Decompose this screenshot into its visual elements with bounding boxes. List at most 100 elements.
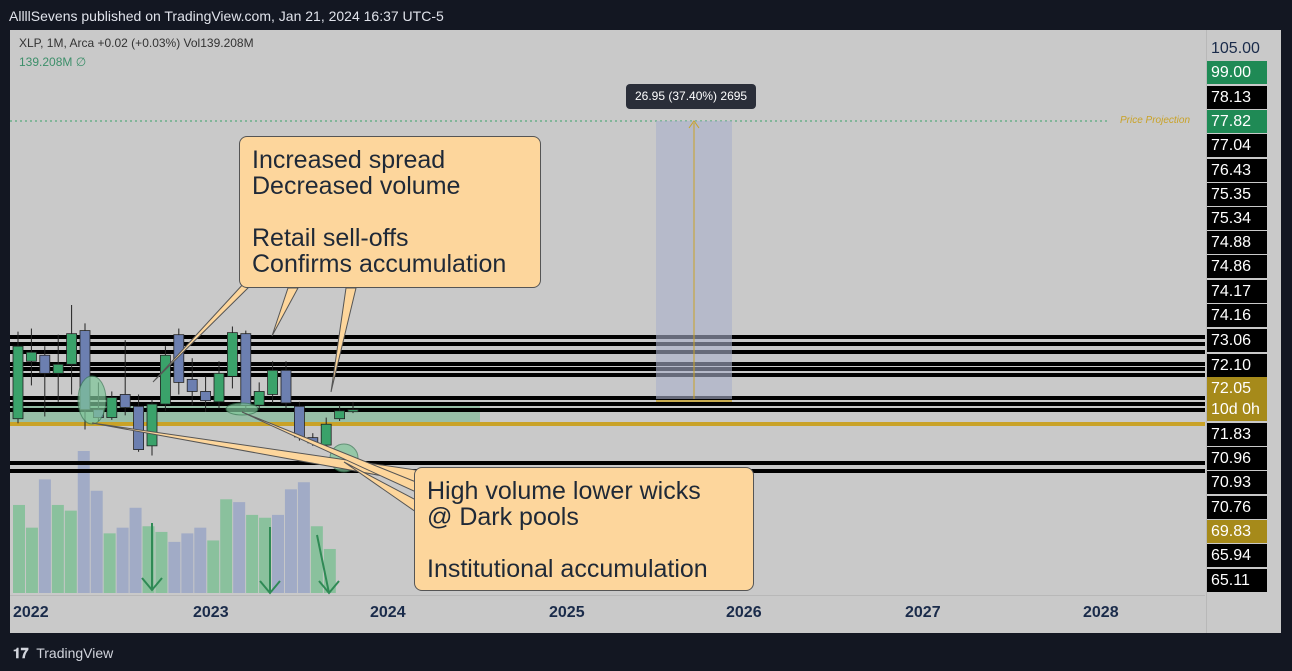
support-resistance-line [10,461,1205,465]
candle-body [226,332,238,377]
callout-top-line: Decreased volume [252,172,461,200]
volume-bar [297,482,310,593]
candle-body [186,378,198,392]
volume-bar [51,504,64,593]
candle-body [39,354,51,374]
candle-body [334,410,346,420]
price-label: 74.86 [1207,255,1267,278]
callout-pointer [271,287,299,337]
price-label: 70.76 [1207,496,1267,519]
candle-body [12,345,24,420]
measure-tooltip: 26.95 (37.40%) 2695 [626,84,757,109]
volume-bar [64,510,77,593]
legend-volume-line: 139.208M ∅ [19,55,87,69]
candle-body [173,334,185,383]
candle-body [213,372,225,403]
callout-pointer [91,422,417,483]
volume-bar [116,527,129,593]
volume-bar [272,514,284,593]
support-resistance-line [10,373,1205,377]
price-label: 71.83 [1207,423,1267,446]
candle-body [253,391,265,406]
price-label: 74.16 [1207,304,1267,327]
callout-bottom-line [427,530,741,556]
candle-body [119,394,131,408]
measure-arrow-icon [688,120,700,129]
volume-bar [284,489,297,593]
time-label: 2022 [13,604,49,621]
support-resistance-line [10,362,1205,366]
footer-brand[interactable]: TradingView [36,645,114,661]
footer-bar: 𝟏𝟕 TradingView [0,636,1292,671]
chart-frame: XLP, 1M, Arca +0.02 (+0.03%) Vol139.208M… [10,30,1281,633]
time-label: 2028 [1083,604,1119,621]
price-label: 99.00 [1207,61,1267,84]
candle-body [293,405,305,438]
arrow-down-icon [318,580,340,595]
candle-body [280,369,292,404]
price-label: 77.82 [1207,110,1267,133]
wick-highlight [225,402,259,416]
volume-bar [90,490,103,593]
price-label: 77.04 [1207,134,1267,157]
price-label: 70.93 [1207,471,1267,494]
support-resistance-line [10,335,1205,339]
support-resistance-line [10,367,1205,371]
candle-body [240,333,252,406]
price-label: 72.10 [1207,354,1267,377]
callout-top-line [252,199,528,225]
volume-bar [207,540,220,593]
volume-bar [155,531,168,593]
time-label: 2027 [905,604,941,621]
support-resistance-line [10,396,1205,400]
volume-bar [259,517,272,593]
price-label: 70.96 [1207,447,1267,470]
price-label: 65.94 [1207,544,1267,567]
price-label: 74.17 [1207,280,1267,303]
price-label: 73.06 [1207,329,1267,352]
tradingview-logo-icon[interactable]: 𝟏𝟕 [13,645,29,661]
price-label: 75.34 [1207,207,1267,230]
volume-bar [233,502,246,593]
support-resistance-line [10,350,1205,354]
callout-institutional-accumulation: High volume lower wicks @ Dark pools Ins… [414,467,754,591]
support-resistance-line [10,402,1205,406]
time-label: 2026 [726,604,762,621]
candle-body [106,397,118,418]
volume-bar [129,507,142,593]
volume-bar [77,451,90,593]
volume-bar [168,541,181,593]
price-label: 10d 0h [1207,398,1267,421]
candle-body [52,363,64,374]
volume-bar [181,533,194,593]
callout-retail-selloffs: Increased spread Decreased volume Retail… [239,136,541,288]
candle-body [25,351,37,362]
callout-top-line: Retail sell-offs [252,224,409,252]
price-label: 65.11 [1207,569,1267,592]
callout-top-line: Confirms accumulation [252,250,507,278]
time-label: 2025 [549,604,585,621]
callout-bottom-line: @ Dark pools [427,503,579,531]
callout-pointer [330,287,357,393]
arrow-down-icon [259,580,281,595]
key-level-line [10,422,1205,426]
volume-bar [38,479,51,593]
price-label: 72.05 [1207,377,1267,400]
time-label: 2023 [193,604,229,621]
wick-highlight [77,375,107,425]
candle-body [200,391,212,402]
candle-body [159,354,171,405]
chart-plot-area[interactable]: XLP, 1M, Arca +0.02 (+0.03%) Vol139.208M… [10,30,1205,595]
price-label: 74.88 [1207,231,1267,254]
price-projection-label: Price Projection [1120,115,1191,126]
candle-body [66,333,77,365]
callout-bottom-line: Institutional accumulation [427,555,708,583]
price-label: 75.35 [1207,183,1267,206]
volume-bar [194,527,207,593]
volume-bar [246,514,259,593]
volume-arrow [316,534,330,594]
price-label: 69.83 [1207,520,1267,543]
price-label: 78.13 [1207,86,1267,109]
